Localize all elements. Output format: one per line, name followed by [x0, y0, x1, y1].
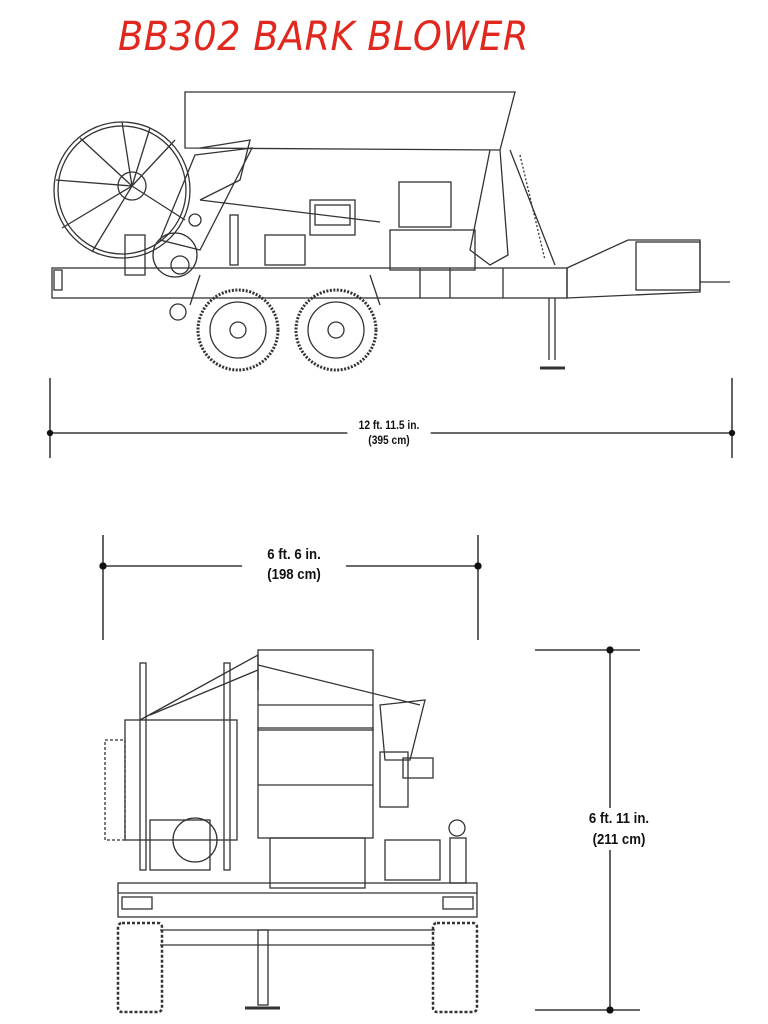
- length-dimension-label: 12 ft. 11.5 in. (395 cm): [347, 418, 431, 448]
- width-metric: (198 cm): [267, 566, 321, 583]
- height-dimension-label: 6 ft. 11 in. (211 cm): [567, 808, 671, 850]
- hose-reel: [53, 121, 191, 259]
- trailer-frame: [51, 239, 730, 370]
- front-wheels: [116, 921, 479, 1014]
- wheels: [196, 288, 378, 372]
- length-imperial: 12 ft. 11.5 in.: [358, 418, 420, 432]
- width-dimension-label: 6 ft. 6 in. (198 cm): [242, 545, 346, 585]
- height-imperial: 6 ft. 11 in.: [588, 810, 650, 827]
- length-metric: (395 cm): [368, 433, 410, 447]
- width-imperial: 6 ft. 6 in.: [267, 546, 321, 563]
- engine-components: [124, 181, 476, 278]
- page-title: BB302 BARK BLOWER: [118, 14, 529, 60]
- front-view-drawing: [104, 649, 479, 1014]
- side-view-drawing: [51, 91, 730, 372]
- hopper: [159, 91, 556, 266]
- height-metric: (211 cm): [592, 831, 646, 848]
